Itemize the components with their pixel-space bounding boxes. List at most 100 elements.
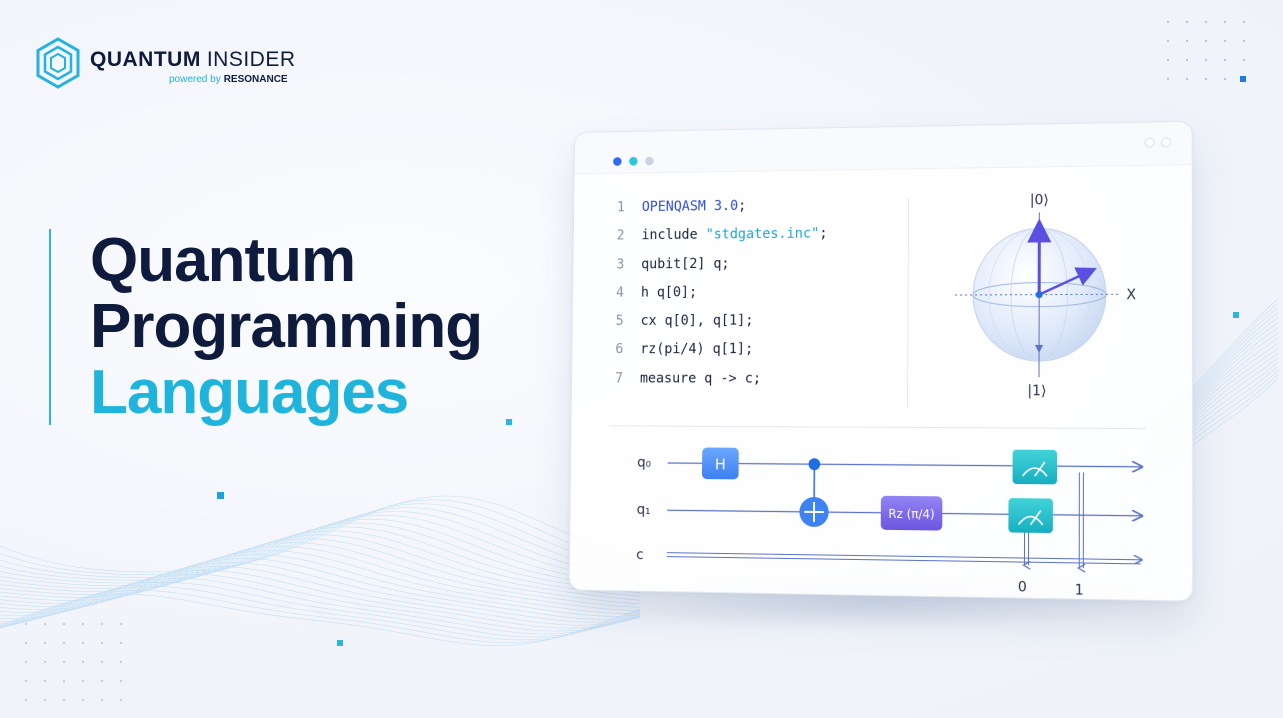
grid-dot: [119, 660, 123, 664]
grid-dot: [119, 641, 123, 645]
wave-line: [0, 503, 641, 578]
code-line: 7 measure q -> c;: [594, 370, 883, 399]
window-control: [1160, 137, 1172, 148]
wave-line: [0, 495, 641, 573]
grid-dot: [62, 660, 66, 664]
wave-line: [0, 566, 641, 626]
window-dot-blue: [613, 157, 622, 166]
grid-dot: [1223, 39, 1227, 43]
wave-line: [0, 554, 641, 617]
title-line-2: Programming: [90, 292, 483, 361]
wave-line: [0, 526, 641, 595]
wave-line: [0, 570, 641, 629]
wave-line: [0, 558, 641, 620]
grid-dot: [100, 622, 104, 626]
grid-dot: [1204, 77, 1208, 81]
wave-line: [0, 538, 641, 605]
line-number: 1: [616, 199, 625, 216]
code-string: "stdgates.inc": [705, 226, 820, 243]
code-text: measure q -> c;: [639, 370, 762, 387]
accent-square: [1233, 312, 1239, 318]
page-title: Quantum Programming Languages: [90, 228, 483, 427]
classical-register-label: c: [636, 547, 643, 563]
line-number: 3: [616, 256, 625, 273]
line-number: 7: [614, 370, 624, 387]
code-text: rz(pi/4) q[1];: [640, 341, 754, 358]
panel-divider: [907, 198, 910, 407]
code-text: include: [641, 227, 706, 244]
grid-dot: [1166, 58, 1170, 62]
grid-dot: [119, 698, 123, 702]
wave-line: [0, 542, 641, 608]
grid-dot: [1242, 58, 1246, 62]
ket-zero-label: |0⟩: [1030, 192, 1049, 209]
code-text: ;: [738, 198, 747, 214]
accent-bar: [49, 229, 51, 425]
grid-dot: [100, 641, 104, 645]
hexagon-logo-icon: [36, 37, 80, 89]
wave-line: [0, 534, 641, 601]
grid-dot: [24, 698, 28, 702]
classical-wire: [667, 557, 1141, 564]
qubit-q0-label: q₀: [637, 455, 651, 471]
accent-square: [1240, 76, 1246, 82]
classical-wire: [667, 553, 1141, 560]
grid-dot: [81, 622, 85, 626]
grid-dot: [100, 679, 104, 683]
grid-dot: [43, 660, 47, 664]
wave-line: [0, 550, 641, 614]
wave-line: [0, 499, 641, 576]
grid-dot: [1223, 20, 1227, 24]
classical-bit-0: 0: [1018, 579, 1027, 596]
wave-line: [0, 522, 641, 593]
dot-grid-top-right: [1166, 20, 1246, 81]
grid-dot: [62, 622, 66, 626]
code-text: h q[0];: [640, 284, 698, 301]
quantum-circuit: q₀ q₁ c H Rz (π/4): [607, 433, 1161, 600]
wave-line: [0, 546, 641, 611]
grid-dot: [1223, 77, 1227, 81]
grid-dot: [1223, 58, 1227, 62]
grid-dot: [1204, 20, 1208, 24]
wave-line: [0, 577, 641, 635]
brand-name-bold: QUANTUM: [90, 48, 201, 71]
grid-dot: [1166, 20, 1170, 24]
wave-line: [0, 593, 641, 646]
grid-dot: [43, 698, 47, 702]
measure-gate-q0: [1012, 449, 1058, 485]
title-line-3: Languages: [90, 358, 409, 427]
code-text: cx q[0], q[1];: [640, 312, 754, 329]
grid-dot: [24, 641, 28, 645]
grid-dot: [1185, 39, 1189, 43]
dot-grid-bottom-left: [24, 622, 123, 702]
grid-dot: [43, 679, 47, 683]
ket-one-label: |1⟩: [1027, 383, 1046, 400]
grid-dot: [1242, 20, 1246, 24]
measure-gate-q1: [1008, 498, 1053, 534]
grid-dot: [1185, 58, 1189, 62]
origin-dot: [1035, 291, 1043, 299]
accent-square: [506, 419, 512, 425]
window-titlebar: [574, 121, 1192, 175]
grid-dot: [62, 698, 66, 702]
cnot-control: [808, 458, 821, 471]
grid-dot: [81, 660, 85, 664]
bloch-sphere: |0⟩ |1⟩ X: [919, 183, 1161, 406]
wave-line: [0, 511, 641, 584]
wave-line: [0, 562, 641, 623]
grid-dot: [119, 679, 123, 683]
rz-gate: [880, 495, 943, 531]
grid-dot: [24, 660, 28, 664]
wave-line: [0, 507, 641, 581]
sphere-body: [973, 228, 1106, 361]
grid-dot: [43, 641, 47, 645]
